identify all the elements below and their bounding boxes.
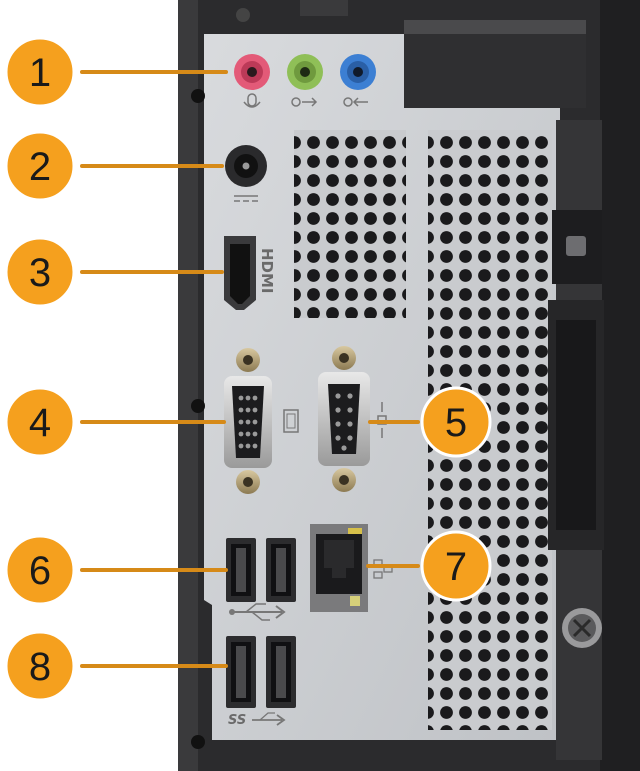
vga-monitor-icon xyxy=(283,409,299,433)
usb3-label-text: SS xyxy=(228,713,246,728)
serial-port xyxy=(318,346,370,492)
usb3-label: SS xyxy=(228,712,286,728)
callout-6-number: 6 xyxy=(29,549,51,593)
dc-power-jack xyxy=(225,145,267,187)
callout-3: 3 xyxy=(4,236,76,308)
leader-lines xyxy=(80,70,420,668)
callout-1: 1 xyxy=(4,36,76,108)
callout-1-number: 1 xyxy=(29,51,51,95)
line-in-icon xyxy=(343,97,368,107)
callout-3-number: 3 xyxy=(29,251,51,295)
callout-4: 4 xyxy=(4,386,76,458)
panel-screw-holes xyxy=(191,89,205,749)
mic-icon xyxy=(243,93,261,108)
callout-4-number: 4 xyxy=(29,401,51,445)
usb-icon xyxy=(229,603,286,621)
usb3-ports xyxy=(226,636,296,708)
vga-port xyxy=(224,348,272,494)
callout-8-number: 8 xyxy=(29,645,51,689)
callout-7: 7 xyxy=(420,530,492,602)
callout-5-number: 5 xyxy=(445,401,467,445)
dc-power-icon xyxy=(234,195,258,202)
callout-8: 8 xyxy=(4,630,76,702)
vent-grille-upper xyxy=(294,130,406,318)
hdmi-port xyxy=(224,236,256,310)
hdmi-label: HDMI xyxy=(258,248,276,294)
expansion-slot-bracket xyxy=(548,120,604,760)
callout-2-number: 2 xyxy=(29,145,51,189)
audio-jacks xyxy=(234,54,376,90)
callout-7-number: 7 xyxy=(445,545,467,589)
callout-5: 5 xyxy=(420,386,492,458)
callout-6: 6 xyxy=(4,534,76,606)
callout-2: 2 xyxy=(4,130,76,202)
ethernet-port xyxy=(310,524,368,612)
usb2-ports xyxy=(226,538,296,602)
headphone-out-icon xyxy=(291,97,318,107)
